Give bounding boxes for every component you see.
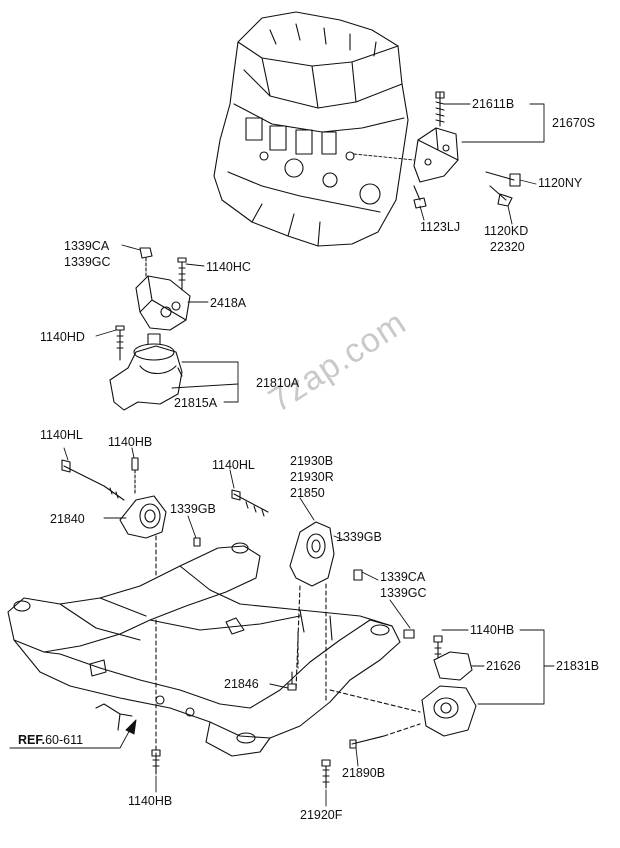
label-1120ny: 1120NY (538, 176, 583, 190)
mount-21930b (231, 489, 363, 701)
label-21831b: 21831B (556, 659, 600, 673)
label-1339gc-right: 1339GC (380, 586, 427, 600)
label-1339gb-right: 1339GB (336, 530, 382, 544)
label-21850: 21850 (290, 486, 325, 500)
label-1120kd: 1120KD (484, 224, 529, 238)
label-1339gc-top: 1339GC (64, 255, 111, 269)
label-21611b: 21611B (472, 97, 515, 111)
label-1140hl-mid: 1140HL (212, 458, 255, 472)
bottom-bolts (151, 631, 331, 789)
label-1140hb-bottom: 1140HB (128, 794, 173, 808)
label-2418a: 2418A (210, 296, 247, 310)
label-22320: 22320 (490, 240, 525, 254)
label-21920f: 21920F (300, 808, 343, 822)
reference-link[interactable]: REF.60-611 (18, 733, 83, 747)
reference-prefix: REF. (18, 733, 46, 747)
label-1339gb-left: 1339GB (170, 502, 216, 516)
label-1140hc: 1140HC (206, 260, 251, 274)
label-1140hl-left: 1140HL (40, 428, 83, 442)
label-21930r: 21930R (290, 470, 334, 484)
label-1123lj: 1123LJ (420, 220, 461, 234)
upper-mount-bracket (115, 247, 191, 361)
reference-number: 60-611 (45, 733, 84, 747)
label-21670s: 21670S (552, 116, 596, 130)
label-1140hd: 1140HD (40, 330, 85, 344)
label-21840: 21840 (50, 512, 85, 526)
label-1339ca-right: 1339CA (380, 570, 426, 584)
engine-bracket-21670s (413, 91, 521, 209)
leader-lines (9, 103, 555, 807)
mount-21840 (61, 457, 201, 761)
engine-mount-21810a (109, 333, 183, 411)
front-subframe (7, 542, 401, 757)
label-1140hb-left: 1140HB (108, 435, 153, 449)
label-21890b: 21890B (342, 766, 386, 780)
engine-block (213, 11, 409, 247)
mount-21831b (329, 629, 477, 749)
label-1339ca-top: 1339CA (64, 239, 110, 253)
label-21930b: 21930B (290, 454, 334, 468)
label-21846: 21846 (224, 677, 259, 691)
label-21626: 21626 (486, 659, 521, 673)
label-21815a: 21815A (174, 396, 218, 410)
label-21810a: 21810A (256, 376, 300, 390)
label-1140hb-right: 1140HB (470, 623, 515, 637)
